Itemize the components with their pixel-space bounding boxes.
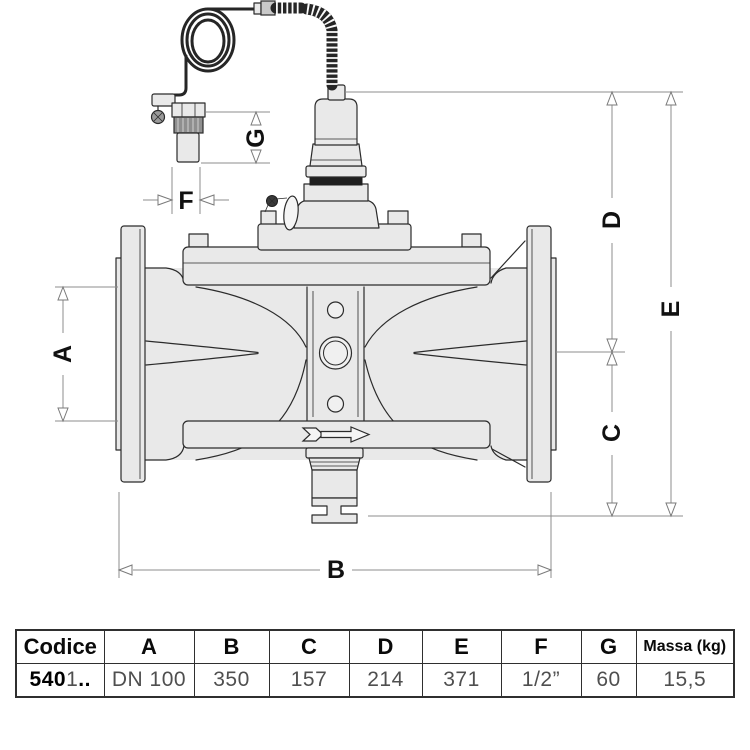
cell-e: 371 — [421, 663, 502, 698]
dimension-g-label: G — [242, 128, 270, 147]
column-port-center-inner — [323, 340, 348, 366]
drain-plug — [305, 447, 364, 524]
cell-c: 157 — [268, 663, 350, 698]
cell-massa: 15,5 — [635, 663, 735, 698]
lead-seal-tag — [264, 195, 299, 231]
table-header-f: F — [500, 629, 582, 664]
outlet-band — [182, 420, 491, 449]
dimension-b: B — [117, 556, 553, 584]
temperature-sensor-pocket — [150, 93, 206, 163]
column-hole-bottom — [326, 395, 345, 413]
cell-d: 214 — [348, 663, 423, 698]
left-flange — [115, 225, 146, 483]
cell-g: 60 — [580, 663, 637, 698]
dimension-e: E — [657, 90, 685, 518]
dimension-lines: A B D C E F — [49, 90, 685, 584]
dimension-f: F — [143, 187, 229, 215]
flow-direction-arrow-icon — [301, 426, 371, 443]
valve-technical-drawing: A B D C E F — [49, 0, 685, 584]
thermostatic-actuator — [293, 84, 380, 229]
dimension-b-label: B — [327, 556, 345, 584]
table-header-a: A — [103, 629, 195, 664]
dimension-e-label: E — [657, 301, 685, 318]
table-header-row: Codice A B C D E F G Massa (kg) — [15, 629, 735, 664]
capillary-connector — [253, 2, 262, 15]
actuator-head — [314, 98, 358, 146]
table-header-c: C — [268, 629, 350, 664]
cell-code: 5401.. — [15, 663, 105, 698]
pocket-hex-nut — [171, 102, 206, 118]
table-header-e: E — [421, 629, 502, 664]
table-row: 5401.. DN 100 350 157 214 371 1/2” 60 15… — [15, 663, 735, 698]
cell-f: 1/2” — [500, 663, 582, 698]
dimension-c-label: C — [598, 424, 626, 442]
cell-b: 350 — [193, 663, 270, 698]
dimension-d-label: D — [598, 211, 626, 229]
dimension-d: D — [598, 90, 626, 354]
bonnet — [182, 233, 491, 286]
table-header-massa: Massa (kg) — [635, 629, 735, 664]
table-header-d: D — [348, 629, 423, 664]
capillary-assembly — [161, 0, 338, 97]
pocket-probe — [176, 132, 200, 163]
dimension-table: Codice A B C D E F G Massa (kg) 5401.. D… — [15, 629, 735, 698]
table-header-b: B — [193, 629, 270, 664]
column-hole-top — [326, 301, 345, 319]
right-flange — [526, 225, 557, 483]
corrugated-sheath — [270, 2, 338, 91]
dimension-a: A — [49, 285, 77, 423]
dimension-c: C — [598, 350, 626, 518]
table-header-g: G — [580, 629, 637, 664]
table-header-codice: Codice — [15, 629, 105, 664]
dimension-g: G — [242, 110, 270, 165]
cell-a: DN 100 — [103, 663, 195, 698]
dimension-f-label: F — [178, 187, 193, 215]
dimension-a-label: A — [49, 345, 77, 363]
